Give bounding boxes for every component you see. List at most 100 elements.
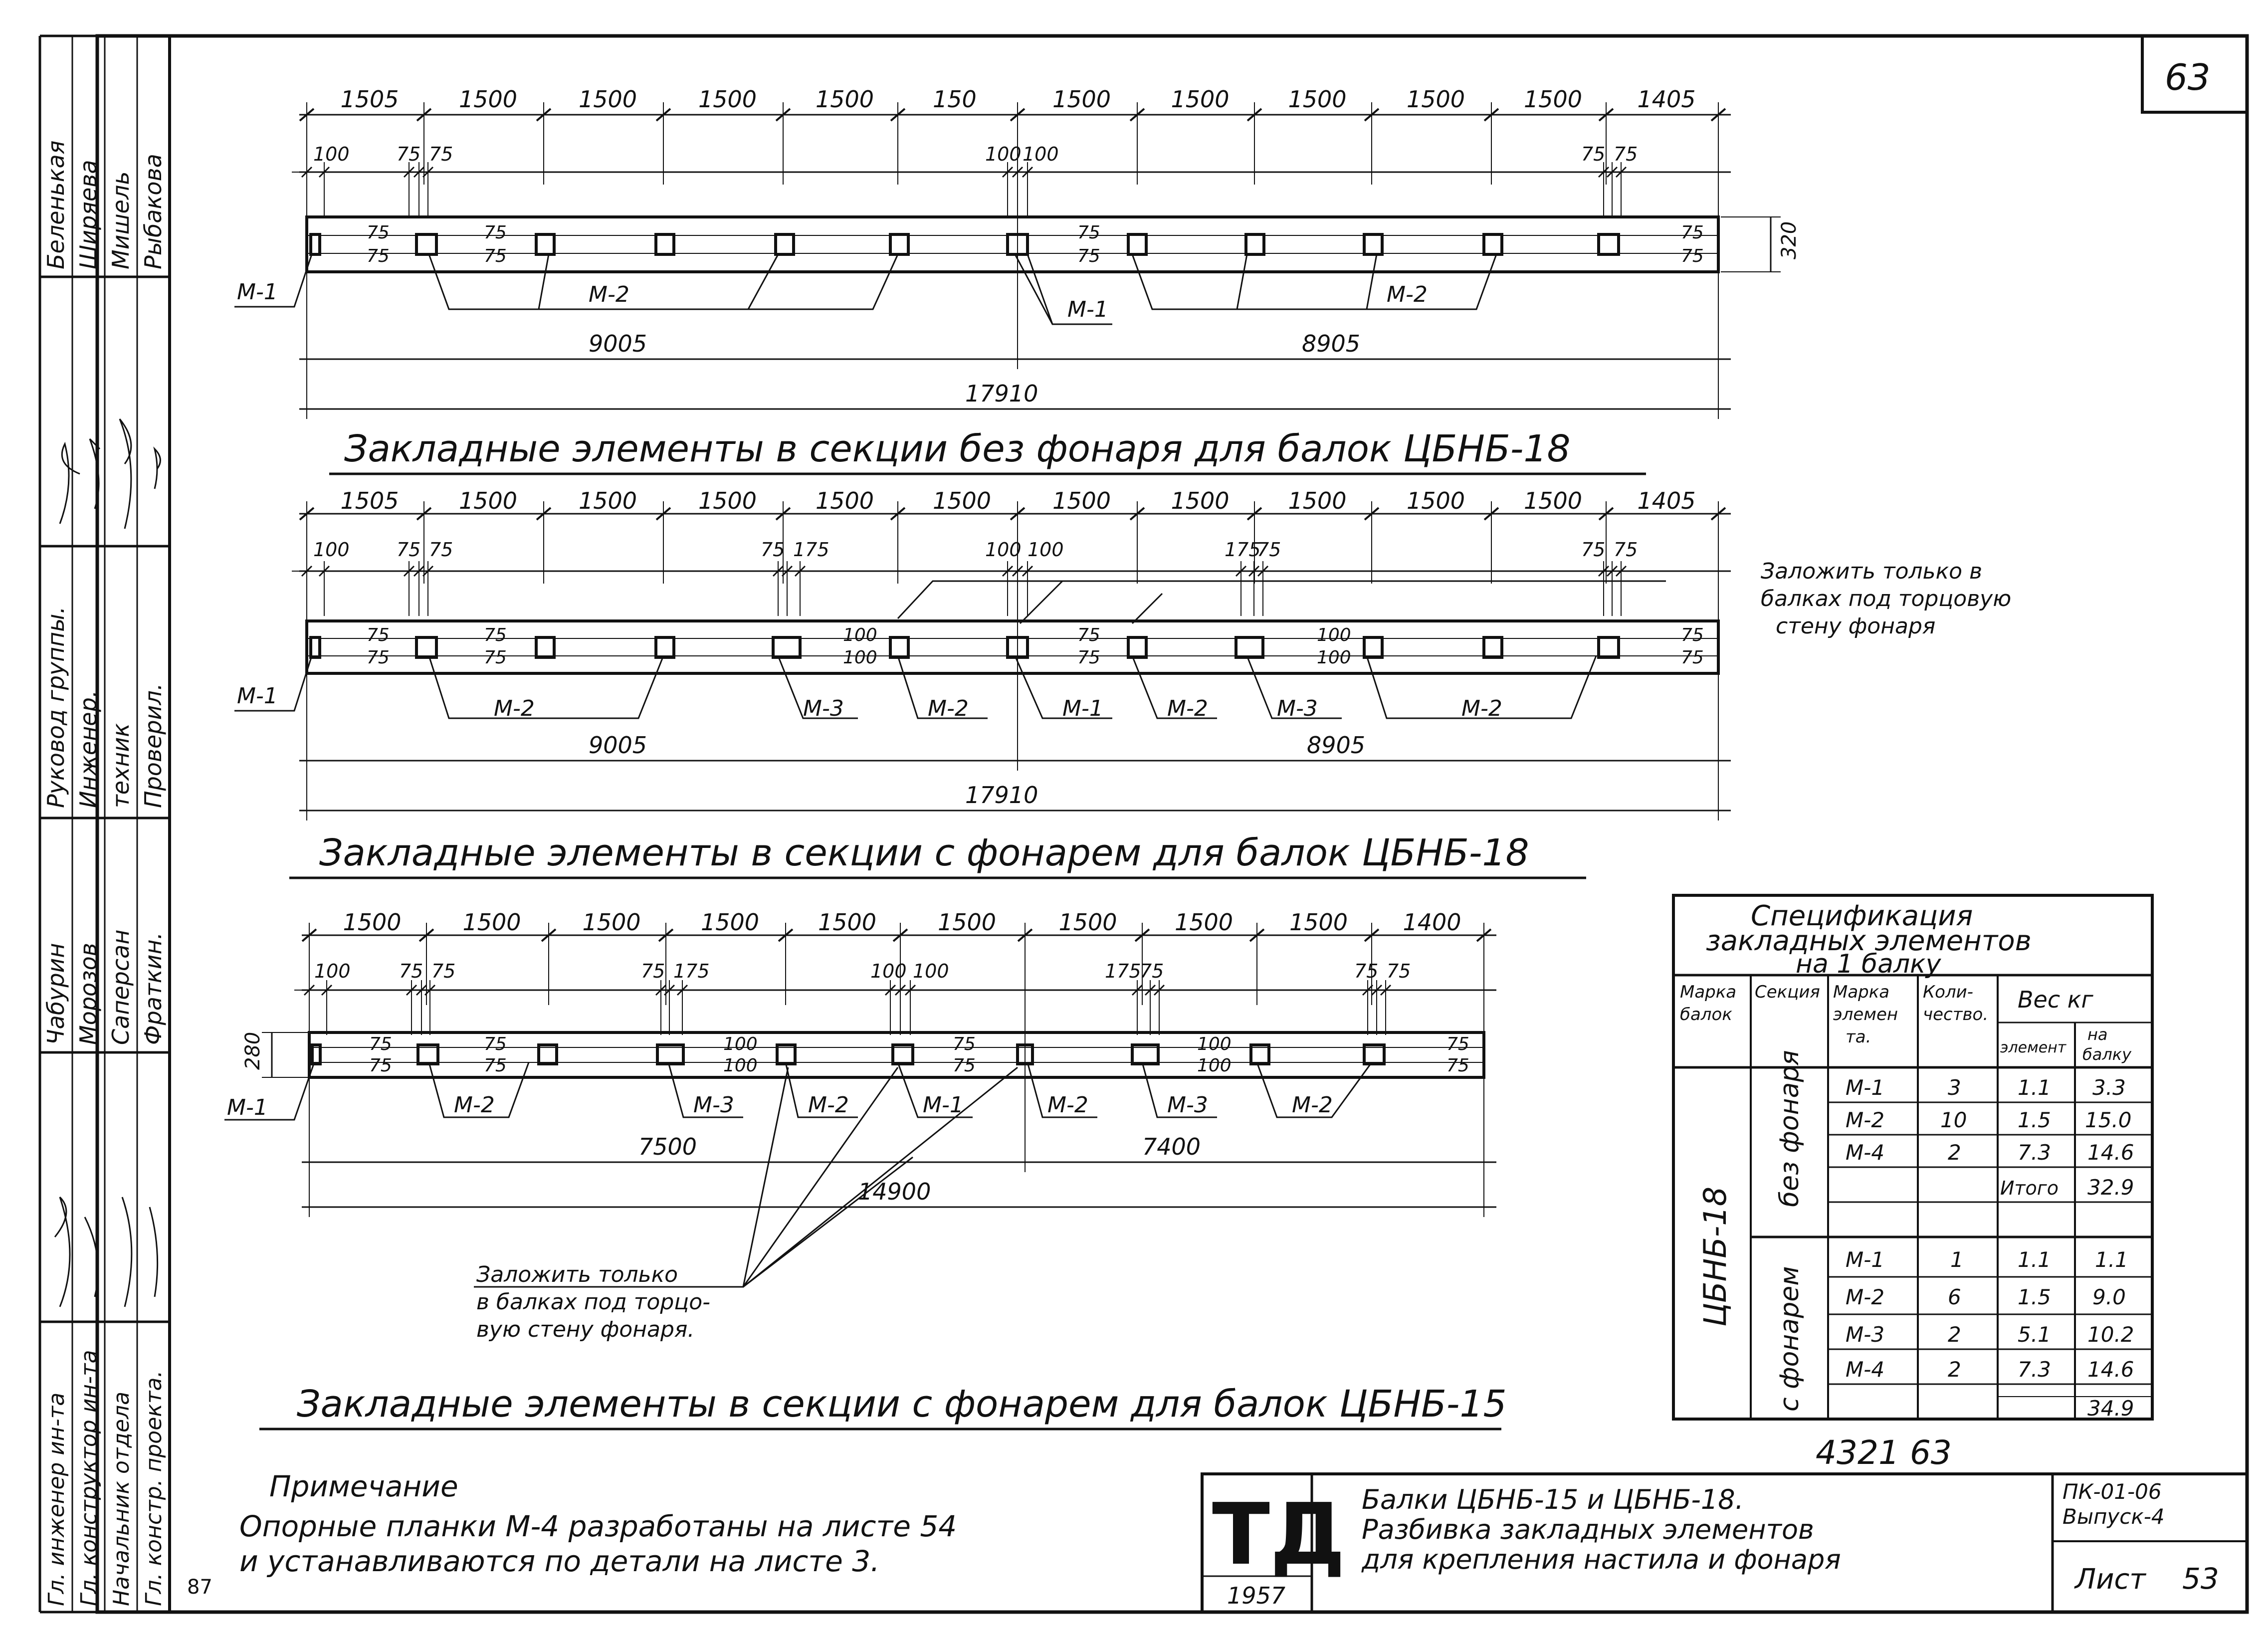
dimension-tick	[1010, 507, 1026, 521]
handwritten-number: 4321 63	[1816, 1434, 1952, 1472]
dimension-tick	[536, 108, 552, 122]
title-block: ТД 1957 Балки ЦБНБ-15 и ЦБНБ-18. Разбивк…	[1201, 1472, 2249, 1614]
span-dimension: 8905	[1302, 330, 1360, 357]
dimension-tick	[413, 166, 425, 178]
stamp-name: Чабурин	[42, 943, 69, 1045]
side-dimension: 75	[369, 1055, 392, 1076]
dimension-tick	[663, 984, 675, 996]
leader-line	[474, 1066, 1018, 1288]
stamp-name: Инженер.	[75, 690, 102, 808]
leader-line	[428, 655, 664, 719]
leader-line	[1014, 254, 1112, 325]
page-number: 63	[2165, 56, 2211, 98]
table-cell: 15.0	[2085, 1108, 2132, 1132]
embedded-plate	[1363, 1043, 1386, 1065]
sheet-label: Лист	[2074, 1563, 2146, 1596]
embedded-plate	[772, 636, 802, 659]
table-cell: М-2	[1846, 1285, 1884, 1309]
segment-dimension: 1500	[1175, 909, 1233, 936]
stamp-role: Гл. конструктор ин-та	[76, 1350, 102, 1606]
side-dimension: 75	[369, 1034, 392, 1054]
element-label: М-1	[923, 1092, 964, 1118]
embedded-plate	[1006, 233, 1029, 256]
beam-section-1: М-1 М-2 М-1 М-2 9005 8905 17910 320 100 …	[234, 86, 1801, 475]
embedded-plate	[309, 636, 321, 659]
sub-dimension: 75	[1257, 539, 1281, 561]
segment-dimension: 1500	[1171, 487, 1230, 514]
embedded-plate	[774, 233, 795, 256]
segment-dimension: 1505	[341, 86, 399, 113]
span-dimension: 9005	[589, 732, 647, 759]
element-label: М-1	[227, 1095, 268, 1120]
side-dimension: 75	[1681, 647, 1704, 668]
table-cell: 14.6	[2087, 1140, 2134, 1165]
dimension-tick	[1002, 166, 1014, 178]
embedded-plate	[1131, 1043, 1160, 1065]
segment-dimension: 1500	[459, 86, 517, 113]
side-dimension: 75	[484, 222, 507, 243]
dimension-tick	[403, 565, 415, 577]
segment-dimension: 1500	[463, 909, 521, 936]
segment-dimension: 1500	[459, 487, 517, 514]
total-dimension: 14900	[858, 1178, 931, 1205]
leader-line	[1131, 655, 1217, 719]
element-label: М-2	[454, 1092, 495, 1118]
dimension-tick	[1153, 984, 1165, 996]
stamp-role: Гл. констр. проекта.	[141, 1371, 167, 1606]
dimension-tick	[1129, 507, 1145, 521]
table-title: на 1 балку	[1796, 949, 1942, 979]
sub-dimension: 100	[913, 960, 949, 982]
dimension-tick	[303, 984, 315, 996]
segment-dimension: 1500	[1052, 487, 1111, 514]
table-cell: М-4	[1846, 1140, 1884, 1165]
leader-line	[1366, 655, 1597, 719]
leader-line	[1027, 1062, 1097, 1118]
total-dimension: 17910	[965, 782, 1038, 809]
stamp-name: Руковод группы.	[42, 607, 69, 808]
title-line: Балки ЦБНБ-15 и ЦБНБ-18.	[1362, 1484, 1744, 1515]
segment-dimension: 1400	[1403, 909, 1461, 936]
dimension-tick	[890, 507, 906, 521]
sub-dimension: 175	[673, 960, 710, 982]
table-cell: 10.2	[2087, 1322, 2134, 1347]
element-label: М-3	[693, 1092, 734, 1118]
segment-dimension: 1500	[933, 487, 991, 514]
table-cell: 1.1	[2018, 1075, 2051, 1100]
embedded-plate	[1482, 636, 1503, 659]
project-code: Выпуск-4	[2062, 1504, 2165, 1529]
element-label: М-2	[1461, 696, 1502, 721]
dimension-tick	[1483, 108, 1499, 122]
segment-dimension: 1505	[341, 487, 399, 514]
dimension-tick	[299, 108, 315, 122]
dimension-tick	[772, 565, 784, 577]
side-dimension: 75	[1681, 246, 1704, 266]
element-label: М-1	[237, 279, 278, 305]
dimension-tick	[1606, 565, 1618, 577]
corner-mark: 87	[187, 1576, 212, 1599]
side-dimension: 100	[1317, 625, 1351, 645]
embedded-plate	[656, 1043, 685, 1065]
segment-dimension: 1500	[1059, 909, 1117, 936]
stamp-name: Рыбакова	[140, 154, 167, 269]
project-code: ПК-01-06	[2062, 1479, 2162, 1504]
table-cell: 1.5	[2018, 1285, 2051, 1309]
dimension-tick	[884, 984, 896, 996]
element-label: М-3	[1167, 1092, 1208, 1118]
side-dimension: 100	[1317, 647, 1351, 668]
embedded-plate	[889, 233, 910, 256]
side-dimension: 75	[367, 625, 390, 645]
column-header: Вес кг	[2018, 986, 2094, 1013]
side-dimension: 100	[723, 1034, 758, 1054]
embedded-plate	[776, 1043, 797, 1065]
side-dimension: 75	[1077, 625, 1100, 645]
dimension-tick	[778, 928, 794, 942]
note-heading: Примечание	[269, 1469, 458, 1503]
segment-dimension: 1500	[343, 909, 402, 936]
section-name: с фонарем	[1775, 1266, 1805, 1412]
dimension-tick	[1364, 108, 1380, 122]
embedded-plate	[891, 1043, 914, 1065]
segment-dimension: 1405	[1638, 487, 1696, 514]
leader-line	[428, 1062, 530, 1118]
element-label: М-2	[589, 282, 629, 307]
embedded-plate	[311, 1043, 322, 1065]
